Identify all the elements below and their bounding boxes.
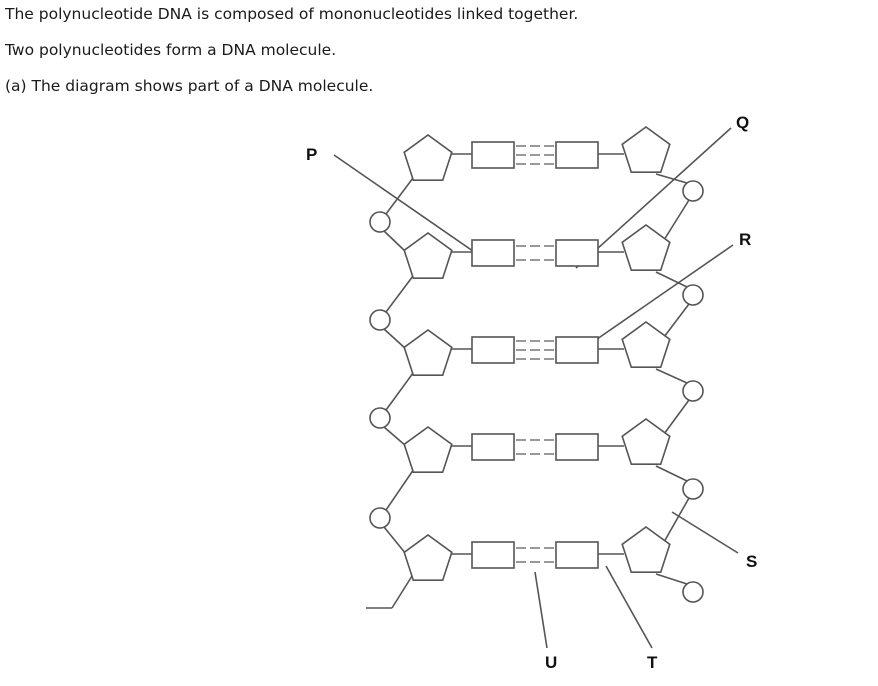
- right-backbone-link: [655, 465, 688, 482]
- sugar-right: [621, 224, 671, 272]
- right-backbone-link: [663, 303, 690, 338]
- sugar-left: [403, 329, 453, 377]
- phosphate-right: [682, 180, 704, 202]
- left-backbone-link: [385, 173, 417, 215]
- left-backbone-link: [383, 426, 407, 447]
- pointer-U: [534, 571, 548, 649]
- sugar-right: [621, 126, 671, 173]
- question-part-a: (a) The diagram shows part of a DNA mole…: [5, 77, 374, 95]
- left-backbone-link: [385, 465, 417, 511]
- left-backbone-tail: [391, 575, 413, 609]
- phosphate-right: [682, 284, 704, 306]
- pointer-R: [573, 244, 734, 356]
- pointer-P: [333, 154, 484, 259]
- right-backbone-link: [663, 199, 690, 241]
- base-right: [555, 433, 599, 461]
- sugar-right: [621, 418, 671, 466]
- base-left: [471, 336, 515, 364]
- phosphate-right: [682, 380, 704, 402]
- right-backbone-link: [655, 368, 688, 384]
- right-backbone-link: [655, 573, 688, 585]
- question-line-2: Two polynucleotides form a DNA molecule.: [5, 41, 337, 59]
- base-left: [471, 239, 515, 267]
- sugar-left: [403, 134, 453, 181]
- label-Q: Q: [736, 113, 749, 132]
- sugar-right: [621, 526, 671, 574]
- right-backbone-link: [663, 497, 690, 543]
- sugar-right: [621, 321, 671, 369]
- right-backbone-link: [663, 399, 690, 435]
- label-T: T: [647, 653, 658, 672]
- pointer-S: [671, 511, 739, 554]
- label-R: R: [739, 230, 751, 249]
- left-backbone-link: [385, 271, 417, 313]
- diagram-labels: P Q R S T U: [306, 113, 757, 672]
- base-right: [555, 336, 599, 364]
- phosphate-left: [369, 211, 391, 233]
- left-backbone-link: [383, 230, 407, 253]
- dna-structure: [333, 126, 739, 649]
- phosphate-right: [682, 478, 704, 500]
- base-right: [555, 239, 599, 267]
- right-backbone-link: [655, 271, 688, 288]
- sugar-left: [403, 534, 453, 582]
- label-P: P: [306, 145, 317, 164]
- base-right: [555, 141, 599, 169]
- base-left: [471, 541, 515, 569]
- sugar-left: [403, 426, 453, 474]
- label-S: S: [746, 552, 757, 571]
- pointer-T: [605, 565, 653, 649]
- phosphate-right: [682, 581, 704, 603]
- phosphate-left: [369, 309, 391, 331]
- left-backbone-link: [383, 328, 407, 350]
- base-left: [471, 141, 515, 169]
- pointer-Q: [575, 127, 732, 269]
- base-left: [471, 433, 515, 461]
- left-backbone-link: [383, 526, 407, 555]
- label-U: U: [545, 653, 557, 672]
- right-backbone-link: [655, 173, 688, 184]
- sugar-left: [403, 232, 453, 280]
- phosphate-left: [369, 507, 391, 529]
- phosphate-left: [369, 407, 391, 429]
- left-backbone-link: [385, 368, 417, 411]
- base-right: [555, 541, 599, 569]
- question-line-1: The polynucleotide DNA is composed of mo…: [5, 5, 579, 23]
